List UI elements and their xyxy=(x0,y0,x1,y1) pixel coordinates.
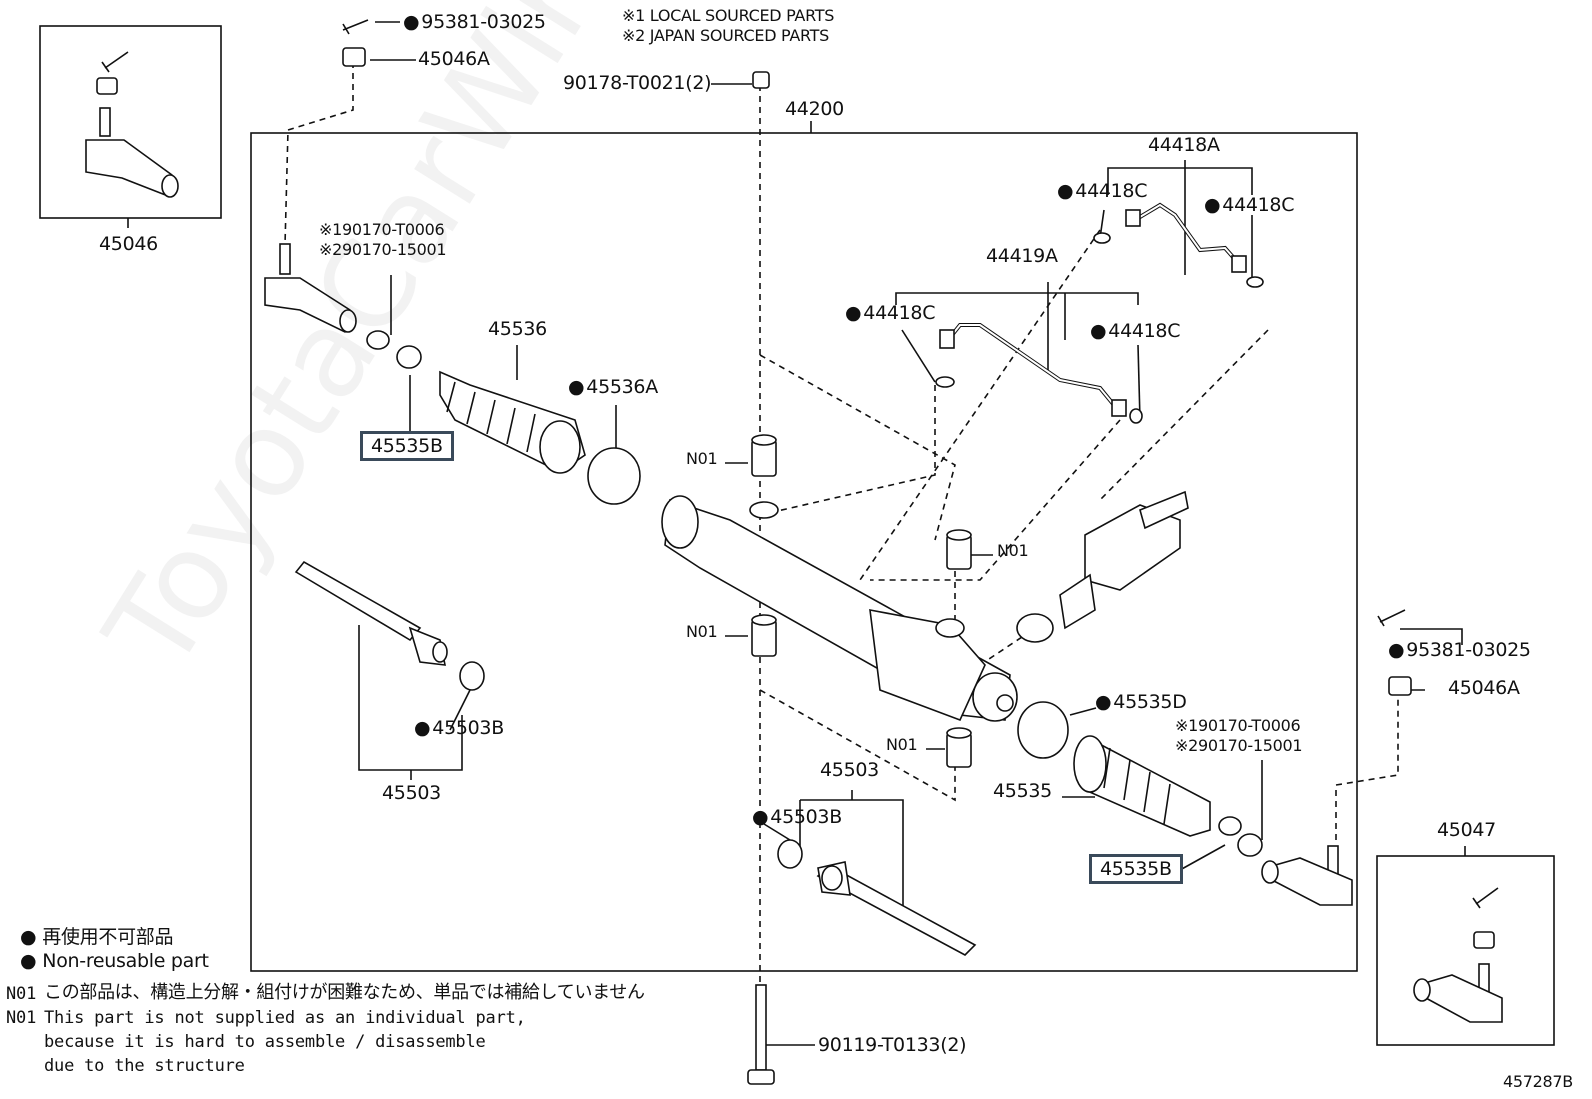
assembly-frame-44200 xyxy=(250,132,1358,972)
part-label-190170-right[interactable]: ※190170-T0006 xyxy=(1175,716,1301,735)
rack-boot-left-icon xyxy=(439,370,586,474)
part-label-45503b-right[interactable]: 45503B xyxy=(752,806,842,828)
part-label-45046a-right[interactable]: 45046A xyxy=(1448,677,1520,699)
tie-rod-left-icon xyxy=(294,560,448,666)
part-label-95381-right[interactable]: 95381-03025 xyxy=(1388,639,1531,661)
part-label-44418c-1[interactable]: 44418C xyxy=(1057,180,1147,202)
bolt-icon xyxy=(747,984,775,1085)
legend-n01-jp: この部品は、構造上分解・組付けが困難なため、単品では補給していません xyxy=(44,982,645,1003)
part-label-44418c-2[interactable]: 44418C xyxy=(1204,194,1294,216)
part-label-45536a[interactable]: 45536A xyxy=(568,376,658,398)
cotter-pin-icon xyxy=(342,19,369,35)
part-label-45535[interactable]: 45535 xyxy=(993,780,1052,802)
bushing-icon xyxy=(751,434,777,477)
part-label-44418c-3[interactable]: 44418C xyxy=(845,302,935,324)
boot-clamp-icon xyxy=(587,447,641,505)
part-label-44418c-4[interactable]: 44418C xyxy=(1090,320,1180,342)
part-label-45503b-left[interactable]: 45503B xyxy=(414,717,504,739)
part-label-45535b-right[interactable]: 45535B xyxy=(1089,854,1183,884)
part-label-45047[interactable]: 45047 xyxy=(1437,819,1496,841)
part-label-45503-right[interactable]: 45503 xyxy=(820,759,879,781)
n01-label-a: N01 xyxy=(686,449,718,468)
tie-rod-right-icon xyxy=(816,861,977,956)
part-label-45046a-top[interactable]: 45046A xyxy=(418,48,490,70)
part-label-44418a[interactable]: 44418A xyxy=(1148,134,1220,156)
part-label-44200[interactable]: 44200 xyxy=(785,98,844,120)
rack-boot-right-icon xyxy=(1073,735,1211,837)
n01-label-d: N01 xyxy=(886,735,918,754)
pinion-valve-icon xyxy=(1016,490,1189,643)
part-label-45046[interactable]: 45046 xyxy=(99,233,158,255)
part-label-45535b-left[interactable]: 45535B xyxy=(360,431,454,461)
nut-icon xyxy=(342,47,366,67)
part-label-45535d[interactable]: 45535D xyxy=(1095,691,1187,713)
tie-rod-end-inset-left-icon xyxy=(85,107,179,198)
legend-n01-en-3: due to the structure xyxy=(44,1056,245,1076)
part-label-290170-left[interactable]: ※290170-15001 xyxy=(319,240,447,259)
part-label-290170-right[interactable]: ※290170-15001 xyxy=(1175,736,1303,755)
part-label-90178[interactable]: 90178-T0021(2) xyxy=(563,72,712,94)
n01-label-b: N01 xyxy=(997,541,1029,560)
tie-rod-end-right-icon xyxy=(1261,845,1353,906)
legend-nonreusable-en: Non-reusable part xyxy=(20,950,209,972)
legend-n01-code-en: N01 xyxy=(6,1008,37,1028)
steering-rack-housing-icon xyxy=(661,495,1018,722)
part-label-45536[interactable]: 45536 xyxy=(488,318,547,340)
note-japan-sourced: ※2 JAPAN SOURCED PARTS xyxy=(622,26,830,45)
diagram-code: 457287B xyxy=(1503,1072,1573,1091)
part-label-95381-top[interactable]: 95381-03025 xyxy=(403,11,546,33)
part-label-190170-left[interactable]: ※190170-T0006 xyxy=(319,220,445,239)
part-label-44419a[interactable]: 44419A xyxy=(986,245,1058,267)
note-local-sourced: ※1 LOCAL SOURCED PARTS xyxy=(622,6,835,25)
legend-nonreusable-jp: 再使用不可部品 xyxy=(20,926,173,948)
inset-box-45046 xyxy=(39,25,222,219)
part-label-90119[interactable]: 90119-T0133(2) xyxy=(818,1034,967,1056)
tie-rod-end-left-icon xyxy=(264,243,357,333)
part-label-45503-left[interactable]: 45503 xyxy=(382,782,441,804)
tie-rod-end-inset-right-icon xyxy=(1413,963,1503,1023)
n01-label-c: N01 xyxy=(686,622,718,641)
legend-n01-code-jp: N01 xyxy=(6,984,37,1004)
legend-n01-en-2: because it is hard to assemble / disasse… xyxy=(44,1032,486,1052)
legend-n01-en-1: This part is not supplied as an individu… xyxy=(44,1008,526,1028)
